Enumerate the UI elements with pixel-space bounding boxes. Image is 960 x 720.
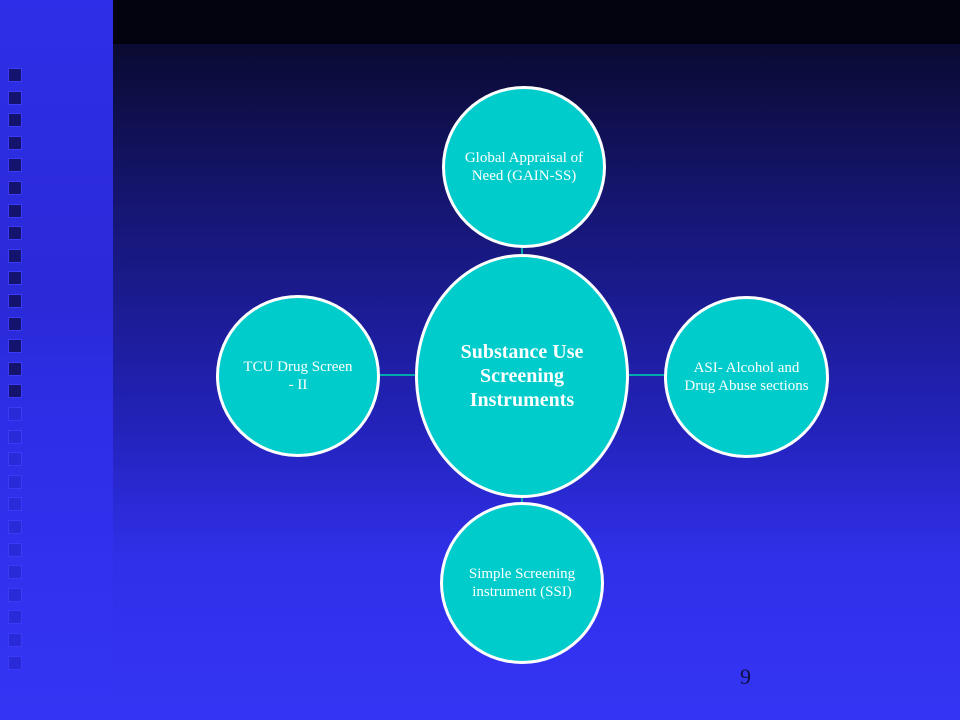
left-decorative-sidebar: [0, 0, 113, 720]
decorative-square: [8, 68, 22, 82]
node-center-label: Substance Use Screening Instruments: [460, 341, 584, 411]
decorative-square: [8, 90, 22, 105]
decorative-square: [8, 248, 22, 263]
decorative-square: [8, 452, 22, 467]
decorative-square: [8, 135, 22, 150]
decorative-square: [8, 271, 22, 286]
node-bottom-label: Simple Screening instrument (SSI): [468, 565, 576, 600]
decorative-square: [8, 226, 22, 241]
node-bottom: Simple Screening instrument (SSI): [440, 502, 604, 664]
decorative-square: [8, 633, 22, 647]
decorative-square: [8, 520, 22, 534]
page-number: 9: [740, 664, 751, 689]
node-center: Substance Use Screening Instruments: [415, 254, 629, 498]
decorative-square: [8, 158, 22, 173]
decorative-square: [8, 429, 22, 444]
decorative-square: [8, 384, 22, 399]
decorative-square: [8, 113, 22, 128]
decorative-square: [8, 587, 22, 602]
node-right: ASI- Alcohol and Drug Abuse sections: [664, 296, 829, 458]
decorative-square: [8, 655, 22, 670]
decorative-square: [8, 181, 22, 195]
decorative-square: [8, 474, 22, 489]
decorative-square: [8, 565, 22, 580]
decorative-square: [8, 339, 22, 354]
decorative-square: [8, 294, 22, 308]
node-top-label: Global Appraisal of Need (GAIN-SS): [464, 149, 584, 184]
node-left: TCU Drug Screen - II: [216, 295, 380, 457]
decorative-square: [8, 407, 22, 421]
top-dark-band: [0, 0, 960, 44]
decorative-square: [8, 497, 22, 512]
node-right-label: ASI- Alcohol and Drug Abuse sections: [684, 359, 809, 394]
decorative-square: [8, 610, 22, 625]
node-left-label: TCU Drug Screen - II: [243, 358, 353, 393]
node-top: Global Appraisal of Need (GAIN-SS): [442, 86, 606, 248]
decorative-square: [8, 361, 22, 376]
decorative-square: [8, 316, 22, 331]
decorative-square: [8, 203, 22, 218]
decorative-square: [8, 542, 22, 557]
